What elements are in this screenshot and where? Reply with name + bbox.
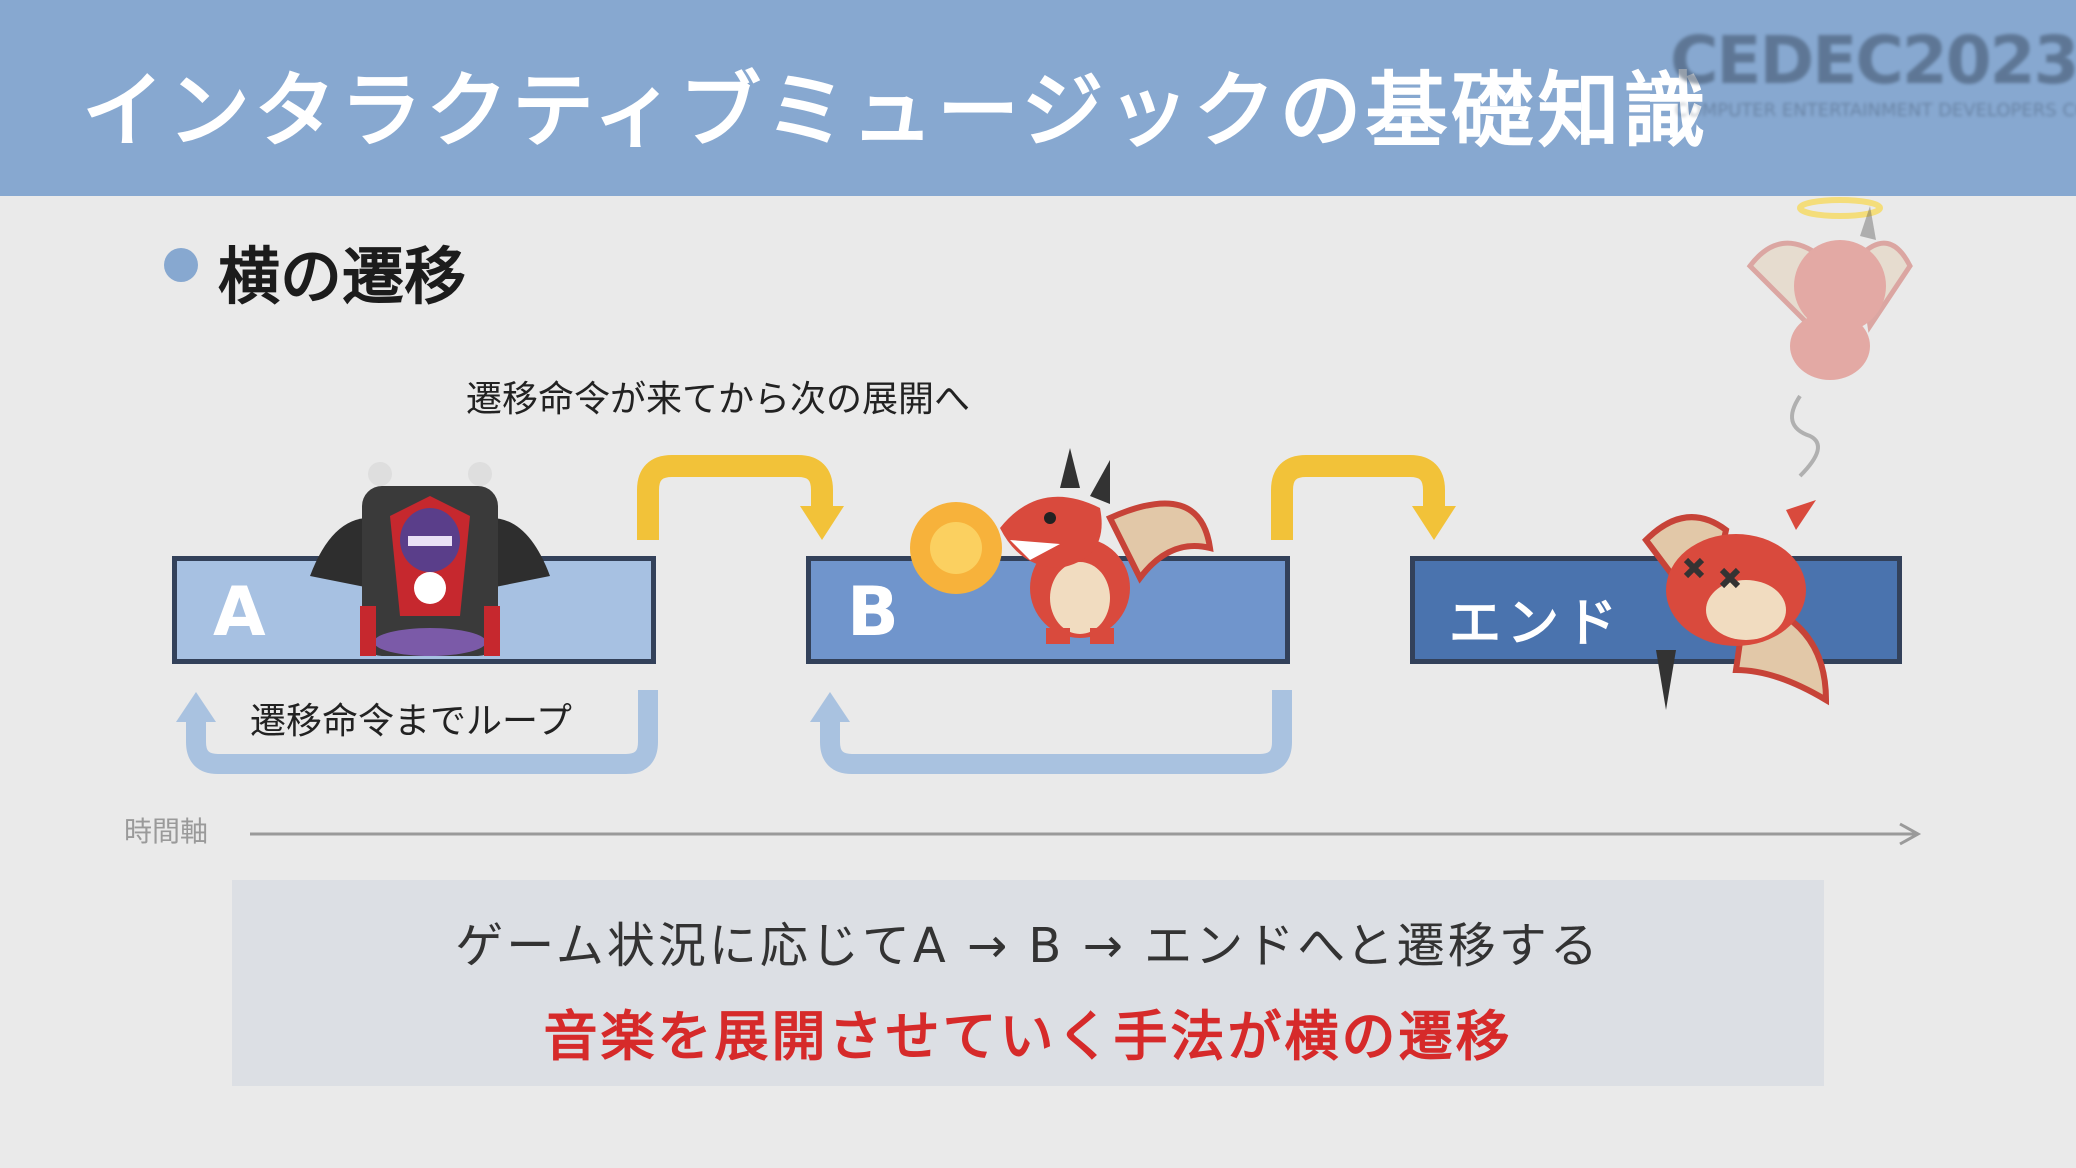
summary-box: ゲーム状況に応じてA → B → エンドへと遷移する 音楽を展開させていく手法が… [232, 880, 1824, 1086]
loop-arrowhead-b [810, 692, 850, 722]
transition-arrow-a-to-b [637, 455, 833, 540]
time-axis-arrowhead [1899, 822, 1922, 846]
loop-arrow-a [186, 690, 658, 774]
block-a-label: A [213, 573, 266, 652]
demon-king-icon [310, 462, 550, 656]
transition-caption: 遷移命令が来てから次の展開へ [466, 379, 971, 420]
transition-arrowhead-a-to-b [800, 506, 844, 540]
loop-arrowhead-a [176, 692, 216, 722]
section-heading: 横の遷移 [218, 240, 467, 313]
dragon-ghost-icon [1746, 197, 1913, 478]
time-axis-label: 時間軸 [124, 815, 209, 848]
slide-header: インタラクティブミュージックの基礎知識 CEDEC2023 COMPUTER E… [0, 0, 2076, 196]
music-block-end: エンド [1410, 556, 1902, 664]
cedec-logo-subtitle: COMPUTER ENTERTAINMENT DEVELOPERS CONFER… [1675, 100, 2076, 121]
block-b-label: B [847, 573, 899, 652]
summary-text: ゲーム状況に応じてA → B → エンドへと遷移する [455, 918, 1601, 974]
cedec-logo: CEDEC2023 [1670, 22, 2076, 99]
slide-title: インタラクティブミュージックの基礎知識 [82, 64, 1710, 159]
loop-arrow-b [820, 690, 1292, 774]
fire-dragon-icon [910, 448, 1214, 644]
transition-arrowhead-b-to-end [1412, 506, 1456, 540]
transition-arrow-b-to-end [1271, 455, 1445, 540]
block-end-label: エンド [1449, 594, 1624, 654]
summary-emphasis-text: 音楽を展開させていく手法が横の遷移 [543, 1005, 1513, 1068]
defeated-dragon-icon [1642, 500, 1830, 710]
loop-caption: 遷移命令までループ [250, 701, 572, 742]
bullet-icon [164, 248, 198, 282]
